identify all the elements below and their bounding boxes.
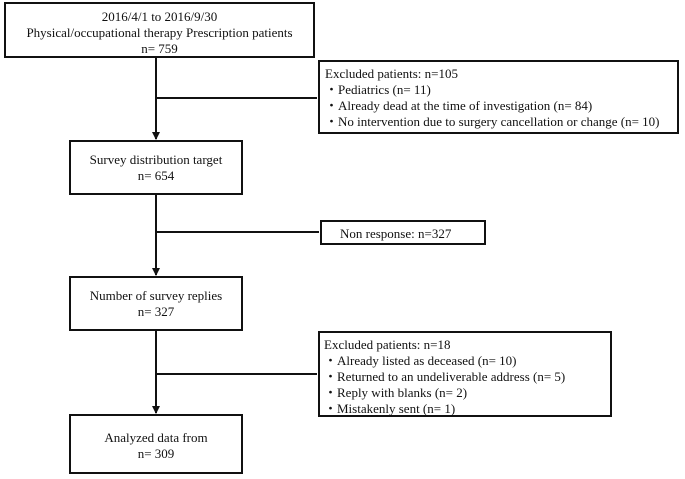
ex3-line-5: ・Mistakenly sent (n= 1) <box>324 401 456 416</box>
ex1-line-4: ・No intervention due to surgery cancella… <box>325 114 660 129</box>
ex1-line-2: ・Pediatrics (n= 11) <box>325 82 431 97</box>
ex3-line-3: ・Returned to an undeliverable address (n… <box>324 369 566 384</box>
box2-line-2: n= 654 <box>137 168 175 183</box>
box1-line-2: Physical/occupational therapy Prescripti… <box>26 25 293 40</box>
box3-line-1: Number of survey replies <box>89 288 223 303</box>
box1-line-3: n= 759 <box>141 41 178 56</box>
box-excluded-patients-2: Excluded patients: n=18 ・Already listed … <box>318 331 612 417</box>
ex3-line-1: Excluded patients: n=18 <box>324 337 451 352</box>
box-excluded-patients-1: Excluded patients: n=105 ・Pediatrics (n=… <box>318 60 679 134</box>
box-prescription-patients: 2016/4/1 to 2016/9/30 Physical/occupatio… <box>4 2 315 58</box>
ex3-line-4: ・Reply with blanks (n= 2) <box>324 385 468 400</box>
box4-line-1: Analyzed data from <box>104 430 208 445</box>
ex3-line-2: ・Already listed as deceased (n= 10) <box>324 353 517 368</box>
box-non-response: Non response: n=327 <box>320 220 486 245</box>
ex1-line-3: ・Already dead at the time of investigati… <box>325 98 593 113</box>
ex2-line-1: Non response: n=327 <box>340 226 452 241</box>
box-survey-distribution: Survey distribution target n= 654 <box>69 140 243 195</box>
ex1-line-1: Excluded patients: n=105 <box>325 66 458 81</box>
box4-line-2: n= 309 <box>137 446 175 461</box>
box3-line-2: n= 327 <box>137 304 175 319</box>
box1-line-1: 2016/4/1 to 2016/9/30 <box>101 9 218 24</box>
box-survey-replies: Number of survey replies n= 327 <box>69 276 243 331</box>
box2-line-1: Survey distribution target <box>89 152 223 167</box>
box-analyzed-data: Analyzed data from n= 309 <box>69 414 243 474</box>
